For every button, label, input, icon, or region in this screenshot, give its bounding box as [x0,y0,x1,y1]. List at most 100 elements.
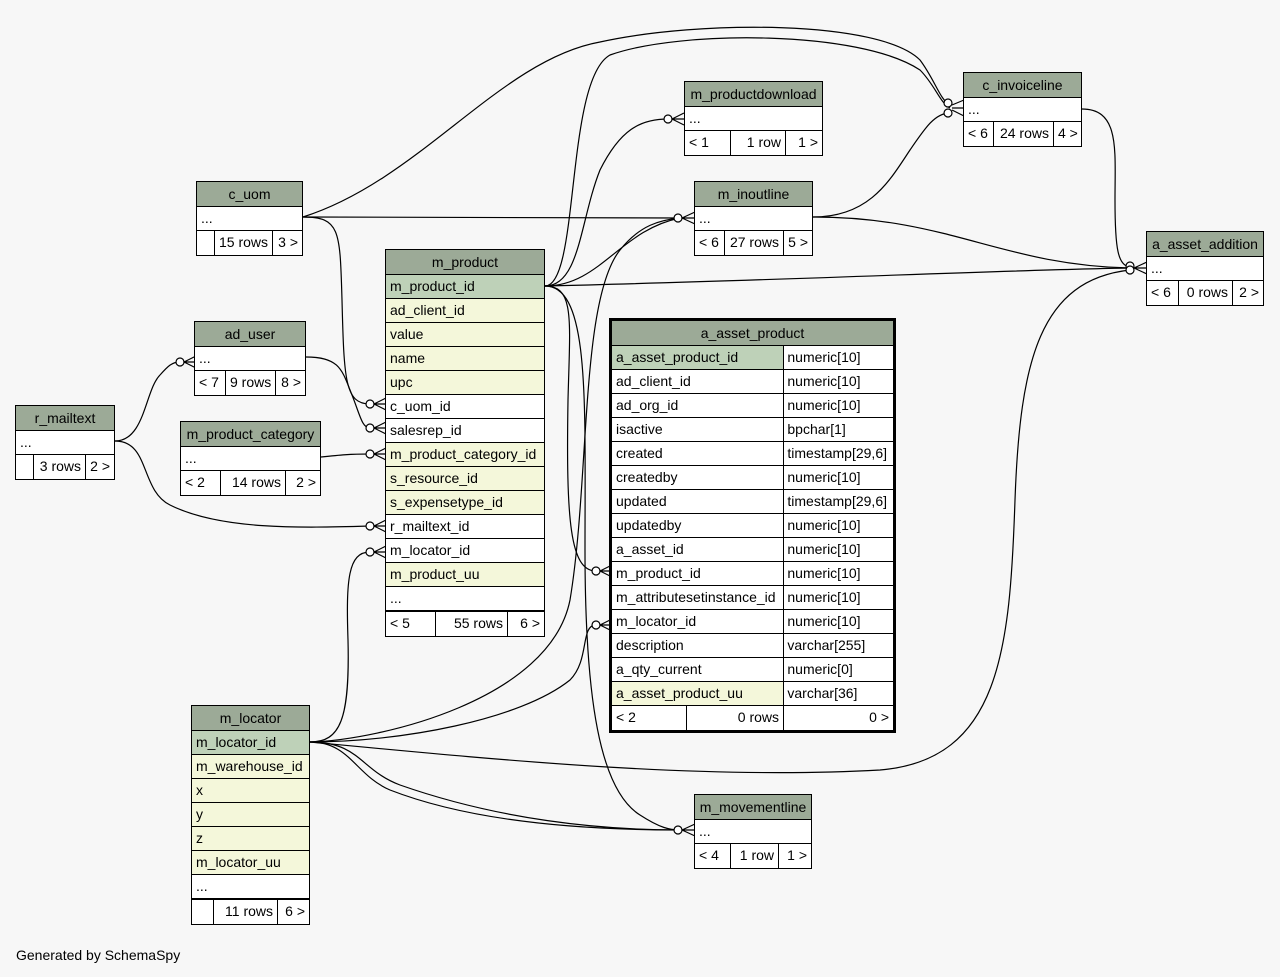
column-row: updated timestamp[29,6] [612,490,893,514]
column-type: varchar[255] [783,634,893,657]
table-r_mailtext[interactable]: r_mailtext ... 3 rows 2 > [15,405,115,480]
edge-m_product-a_asset_addition [544,267,1131,287]
table-header[interactable]: ad_user [195,322,305,347]
table-ad_user[interactable]: ad_user ... < 7 9 rows 8 > [194,321,306,396]
table-header[interactable]: c_uom [197,182,302,207]
edge-m_product-a_asset_product [544,285,597,572]
table-footer: < 2 0 rows 0 > [612,706,893,730]
table-header[interactable]: m_product [386,250,544,275]
column-name: created [616,445,663,461]
column-type: timestamp[29,6] [783,490,893,513]
parents-count[interactable] [192,900,214,924]
edge-m_locator-m_movementline-1 [309,741,681,831]
children-count[interactable]: 0 > [869,709,889,725]
row-count: 1 row [731,844,779,868]
edge-c_invoiceline-a_asset_addition [1081,108,1131,268]
column-name: ad_client_id [616,373,691,389]
parents-count[interactable]: < 4 [695,844,731,868]
parents-count[interactable]: < 2 [612,706,687,730]
table-m_locator[interactable]: m_locator m_locator_id m_warehouse_id x … [191,705,310,925]
table-m_movementline[interactable]: m_movementline ... < 4 1 row 1 > [694,794,812,869]
parents-count[interactable]: < 2 [181,471,221,495]
table-header[interactable]: m_product_category [181,422,320,447]
edge-m_locator-m_inoutline [309,217,681,743]
column-row: ... [16,431,114,455]
column-name: ... [20,434,32,450]
column-row: m_product_uu [386,563,544,587]
parents-count[interactable] [197,231,215,255]
edge-r_mailtext-ad_user [114,361,181,442]
edge-m_locator-m_product [309,551,371,743]
edge-m_locator-m_movementline-2 [309,741,681,831]
column-row: ... [695,820,811,844]
column-type: numeric[10] [783,610,893,633]
table-c_uom[interactable]: c_uom ... 15 rows 3 > [196,181,303,256]
edge-m_inoutline-a_asset_addition [812,216,1131,269]
table-m_productdownload[interactable]: m_productdownload ... < 1 1 row 1 > [684,81,823,156]
table-footer: < 6 0 rows 2 > [1147,281,1263,305]
children-count[interactable]: 8 > [281,374,301,390]
children-count[interactable]: 1 > [798,134,818,150]
parents-count[interactable] [16,455,34,479]
table-m_product[interactable]: m_product m_product_id ad_client_id valu… [385,249,545,637]
parents-count[interactable]: < 6 [964,122,994,146]
row-count: 55 rows [436,612,508,636]
parents-count[interactable]: < 7 [195,371,226,395]
table-header[interactable]: m_inoutline [695,182,812,207]
column-row: ... [192,875,309,899]
column-name: m_product_id [616,565,701,581]
column-type: numeric[10] [783,466,893,489]
column-name: m_locator_id [616,613,697,629]
column-row: ... [386,587,544,611]
children-count[interactable]: 2 > [90,458,110,474]
column-name: updated [616,493,667,509]
table-header[interactable]: a_asset_product [612,321,893,346]
children-count[interactable]: 2 > [1239,284,1259,300]
children-count[interactable]: 6 > [285,903,305,919]
column-name: z [196,830,203,846]
children-count[interactable]: 4 > [1058,125,1078,141]
column-name: a_asset_id [616,541,684,557]
row-count: 11 rows [214,900,278,924]
table-m_product_category[interactable]: m_product_category ... < 2 14 rows 2 > [180,421,321,496]
column-type: timestamp[29,6] [783,442,893,465]
children-count[interactable]: 2 > [296,474,316,490]
column-name: upc [390,374,413,390]
column-row: ... [197,207,302,231]
table-header[interactable]: m_productdownload [685,82,822,107]
table-header[interactable]: m_locator [192,706,309,731]
column-type: numeric[10] [783,346,893,369]
table-header[interactable]: c_invoiceline [964,73,1081,98]
table-header[interactable]: r_mailtext [16,406,114,431]
column-name: ... [390,590,402,606]
parents-count[interactable]: < 6 [1147,281,1179,305]
children-count[interactable]: 3 > [278,234,298,250]
children-count[interactable]: 1 > [787,847,807,863]
table-header[interactable]: a_asset_addition [1147,232,1263,257]
parents-count[interactable]: < 1 [685,131,731,155]
column-type: numeric[0] [783,658,893,681]
column-row: ... [1147,257,1263,281]
parents-count[interactable]: < 5 [386,612,436,636]
column-row: r_mailtext_id [386,515,544,539]
column-row: ... [695,207,812,231]
column-name: m_locator_id [390,542,471,558]
column-row: m_warehouse_id [192,755,309,779]
table-c_invoiceline[interactable]: c_invoiceline ... < 6 24 rows 4 > [963,72,1082,147]
column-row: value [386,323,544,347]
table-m_inoutline[interactable]: m_inoutline ... < 6 27 rows 5 > [694,181,813,256]
edge-m_product_category-m_product [320,453,371,458]
row-count: 15 rows [215,231,273,255]
children-count[interactable]: 6 > [520,615,540,631]
column-row: m_locator_id numeric[10] [612,610,893,634]
parents-count[interactable]: < 6 [695,231,725,255]
column-name: ... [968,101,980,117]
children-count[interactable]: 5 > [788,234,808,250]
table-header[interactable]: m_movementline [695,795,811,820]
table-a_asset_addition[interactable]: a_asset_addition ... < 6 0 rows 2 > [1146,231,1264,306]
